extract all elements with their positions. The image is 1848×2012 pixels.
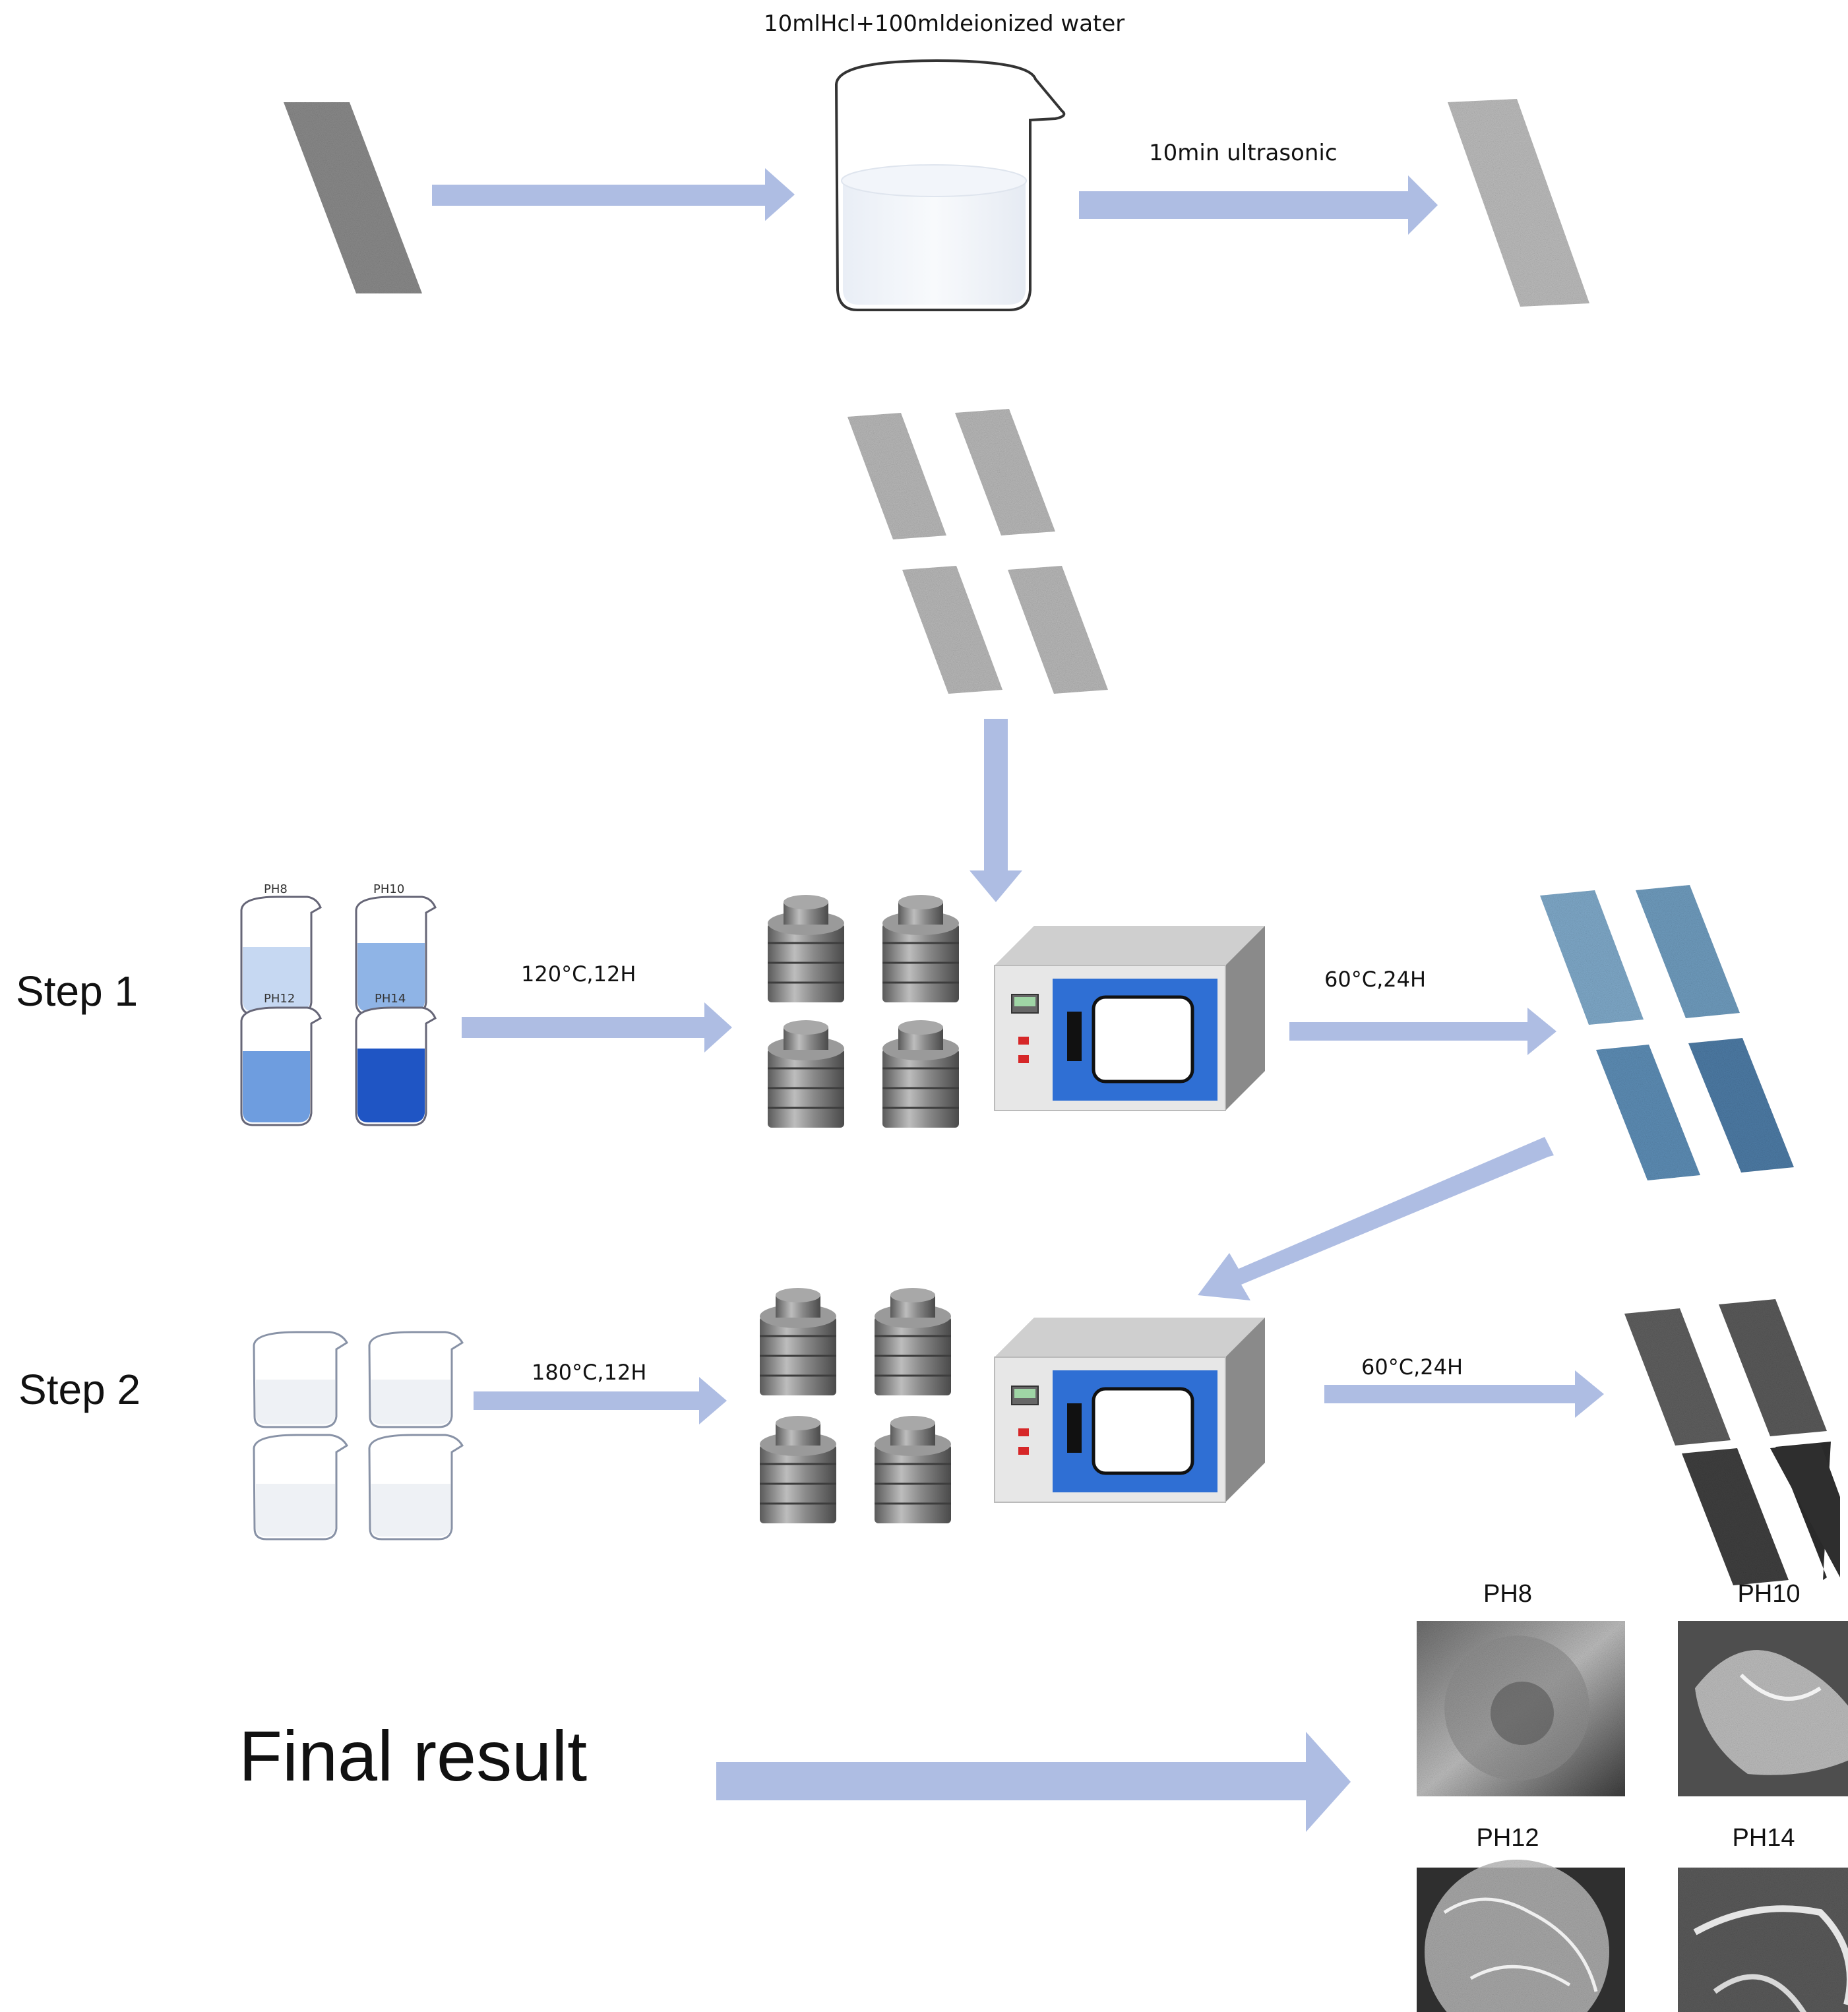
beaker-ph12 <box>240 1006 322 1126</box>
sem-image-ph12 <box>1417 1860 1625 2012</box>
step2-label: Step 2 <box>18 1366 141 1413</box>
beaker-label-ph8: PH8 <box>264 882 288 896</box>
beaker-step2-2 <box>368 1331 464 1428</box>
ultrasonic-label: 10min ultrasonic <box>1149 140 1338 166</box>
step2-coated-sheets <box>1624 1299 1840 1585</box>
cleaned-substrate-sheet <box>1448 99 1589 307</box>
raw-substrate-sheet <box>284 102 422 293</box>
step1-beakers <box>240 896 437 1126</box>
arrow-final-result <box>716 1732 1351 1832</box>
step2-reaction-label: 180°C,12H <box>532 1360 647 1385</box>
sem-label-ph12: PH12 <box>1476 1824 1539 1852</box>
arrow-to-step2 <box>1198 1137 1554 1300</box>
cleaned-sheets-group <box>847 409 1108 694</box>
beaker-step2-1 <box>253 1331 349 1428</box>
beaker-label-ph12: PH12 <box>264 992 295 1006</box>
acid-beaker <box>834 59 1066 311</box>
beaker-ph8 <box>240 896 322 1016</box>
step1-dry-label: 60°C,24H <box>1324 967 1427 992</box>
step1-coated-sheets <box>1540 885 1794 1180</box>
arrow-step2-reaction <box>474 1377 727 1424</box>
step2-oven <box>995 1318 1265 1502</box>
arrow-to-beaker <box>432 168 795 221</box>
solution-label: 10mlHcl+100mldeionized water <box>764 11 1125 37</box>
sem-label-ph8: PH8 <box>1483 1580 1532 1608</box>
beaker-ph10 <box>355 896 437 1016</box>
beaker-ph14 <box>355 1006 437 1126</box>
sem-label-ph14: PH14 <box>1732 1824 1795 1852</box>
beaker-label-ph10: PH10 <box>373 882 405 896</box>
step2-beakers <box>253 1331 464 1540</box>
sem-label-ph10: PH10 <box>1737 1580 1801 1608</box>
arrow-down-to-reactor <box>970 719 1022 902</box>
arrow-ultrasonic <box>1079 175 1438 235</box>
final-result-label: Final result <box>239 1716 588 1796</box>
beaker-label-ph14: PH14 <box>375 992 406 1006</box>
arrow-step1-dry <box>1289 1008 1556 1055</box>
beaker-step2-3 <box>253 1434 349 1540</box>
arrow-step1-reaction <box>462 1002 732 1052</box>
step1-reactors <box>766 894 960 1129</box>
step1-oven <box>995 926 1265 1111</box>
step2-reactors <box>758 1287 952 1525</box>
step1-reaction-label: 120°C,12H <box>521 961 636 987</box>
beaker-step2-4 <box>368 1434 464 1540</box>
sem-image-ph8 <box>1417 1621 1625 1796</box>
sem-image-ph10 <box>1678 1621 1848 1796</box>
arrow-step2-dry <box>1324 1370 1604 1418</box>
sem-image-ph14 <box>1678 1868 1848 2012</box>
step2-dry-label: 60°C,24H <box>1361 1355 1463 1380</box>
step1-label: Step 1 <box>16 967 139 1015</box>
